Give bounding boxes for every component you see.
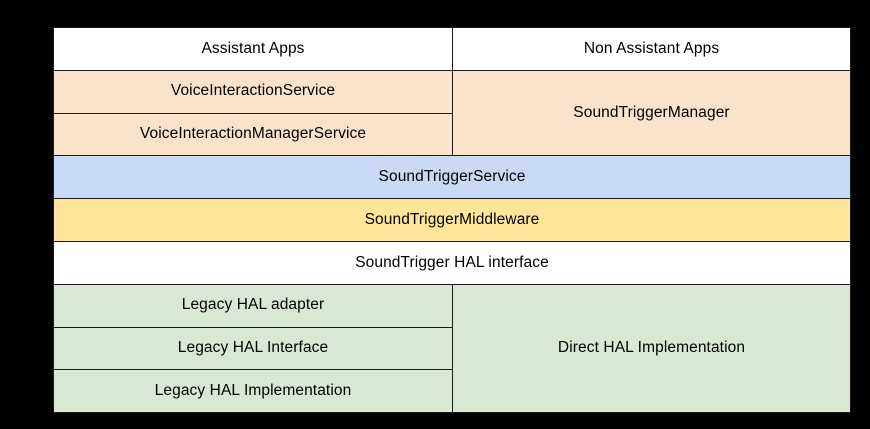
- table-row: VoiceInteractionService SoundTriggerMana…: [53, 69, 851, 157]
- layer-legacy-hal-interface: Legacy HAL Interface: [53, 326, 453, 371]
- table-row: SoundTrigger HAL interface: [53, 240, 851, 285]
- layer-voice-interaction-service: VoiceInteractionService: [53, 69, 453, 114]
- table-row: SoundTriggerService: [53, 155, 851, 200]
- layer-sound-trigger-service: SoundTriggerService: [53, 155, 851, 200]
- layer-sound-trigger-middleware: SoundTriggerMiddleware: [53, 198, 851, 242]
- column-header-assistant-apps: Assistant Apps: [53, 27, 453, 71]
- table-row: VoiceInteractionManagerService: [53, 112, 851, 157]
- table-row: SoundTriggerMiddleware: [53, 198, 851, 242]
- table-row: Assistant Apps Non Assistant Apps: [53, 27, 851, 71]
- layer-sound-trigger-manager: SoundTriggerManager: [452, 69, 851, 157]
- layer-sound-trigger-hal-interface: SoundTrigger HAL interface: [53, 240, 851, 285]
- table-row: Legacy HAL adapter Direct HAL Implementa…: [53, 283, 851, 414]
- layer-voice-interaction-manager-service: VoiceInteractionManagerService: [53, 112, 453, 157]
- table-row: Legacy HAL Interface: [53, 326, 851, 371]
- table-row: Legacy HAL Implementation: [53, 369, 851, 414]
- soundtrigger-stack-table: Assistant Apps Non Assistant Apps VoiceI…: [53, 27, 851, 414]
- column-header-non-assistant-apps: Non Assistant Apps: [452, 27, 851, 71]
- layer-direct-hal-implementation: Direct HAL Implementation: [452, 283, 851, 414]
- layer-legacy-hal-implementation: Legacy HAL Implementation: [53, 369, 453, 414]
- layer-legacy-hal-adapter: Legacy HAL adapter: [53, 283, 453, 328]
